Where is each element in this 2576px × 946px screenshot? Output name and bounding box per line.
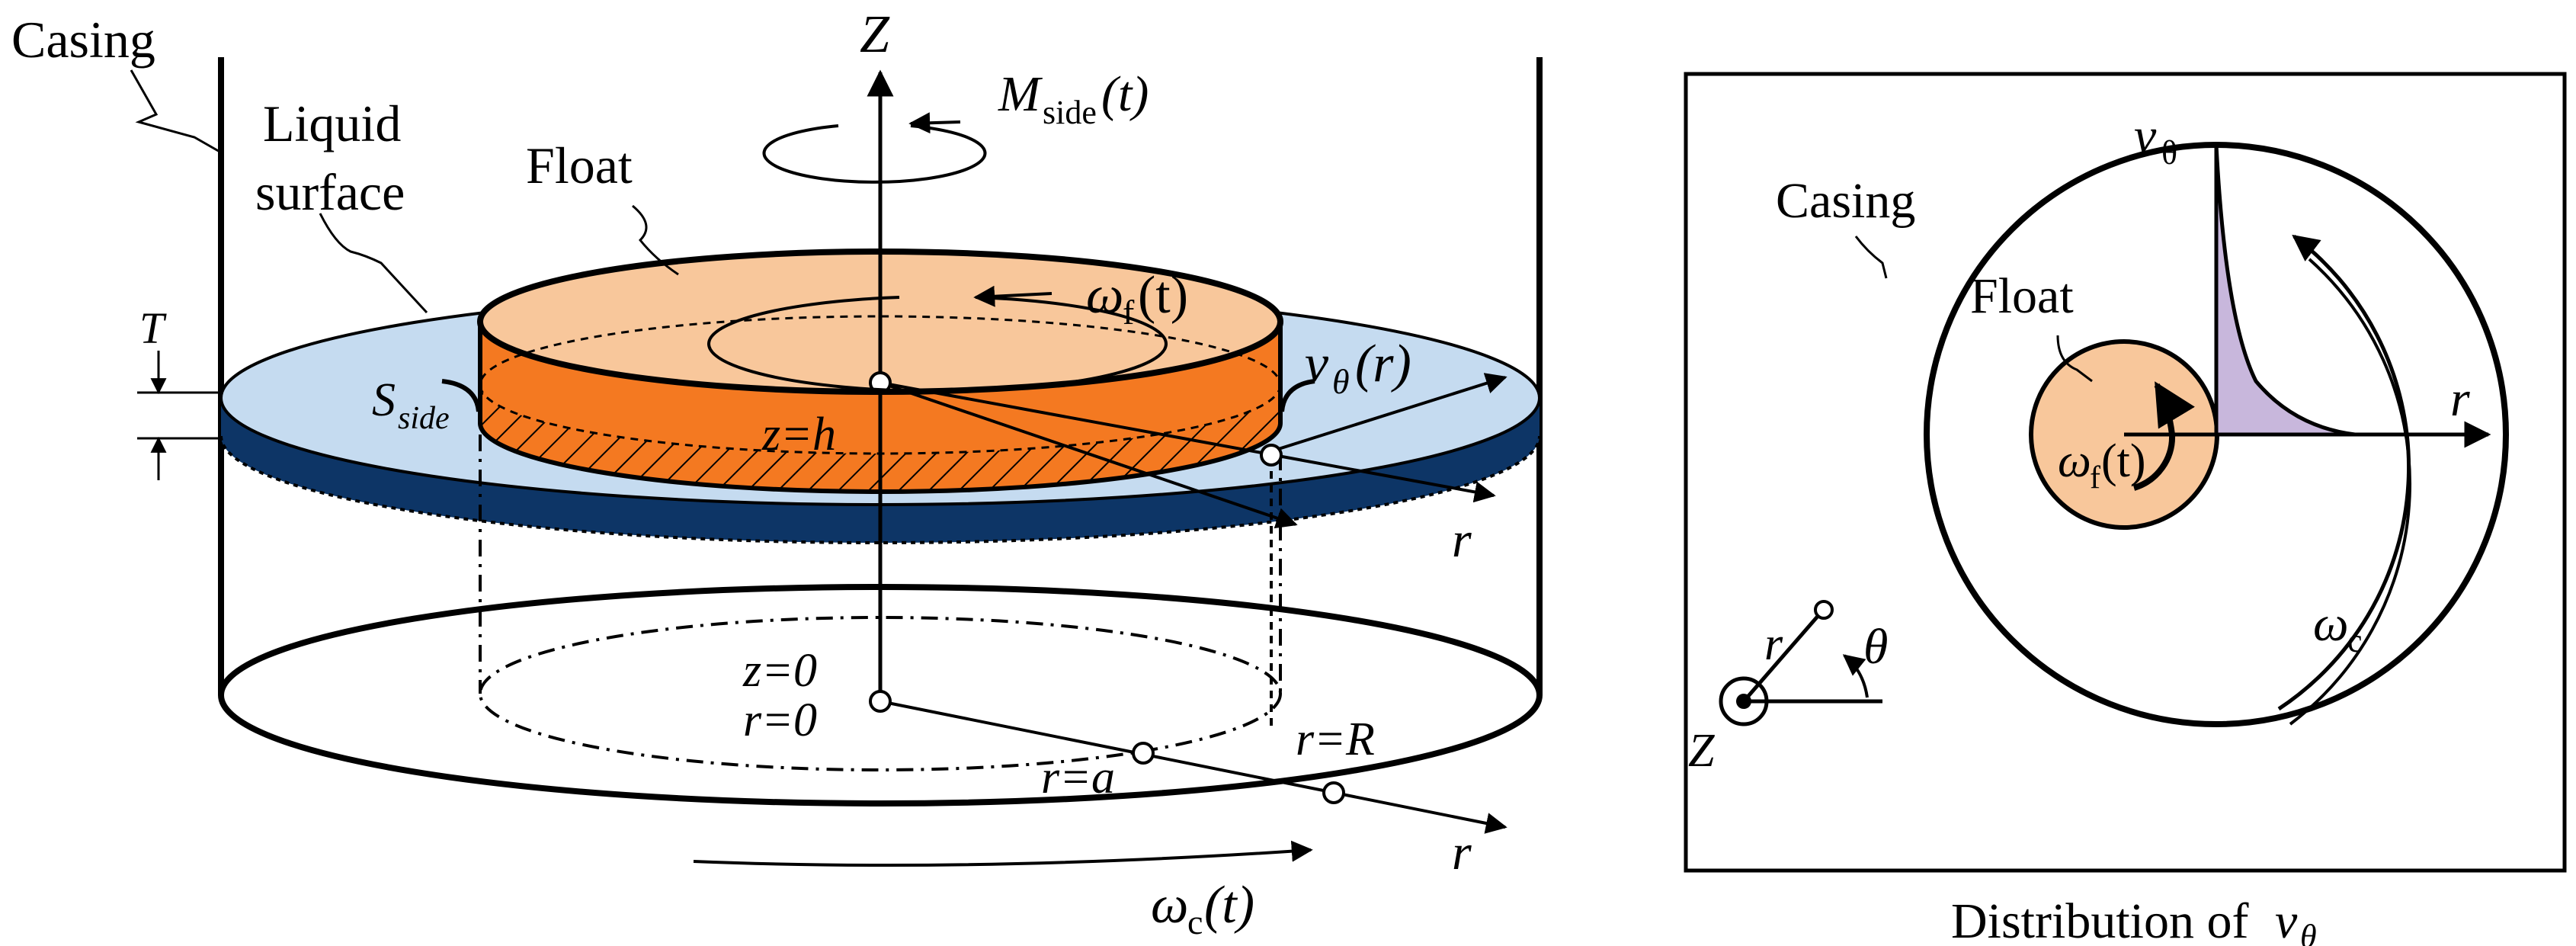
s-side-symbol: S [372,374,396,426]
moment-argument: (t) [1101,66,1149,122]
left-diagram: Casing Liquid surface Float Z M side (t)… [11,5,1543,941]
right-v-theta-subscript: θ [2161,134,2177,172]
right-omega-f-argument: (t) [2101,435,2146,487]
point-r-a [1132,742,1155,765]
v-theta-distribution [2214,144,2356,437]
moment-subscript: side [1043,94,1097,131]
omega-f-argument: (t) [1138,266,1188,325]
float-projection-ellipse [479,616,1282,771]
right-v-theta-symbol: v [2134,108,2157,164]
r0-label: r=0 [743,694,817,746]
s-side-subscript: side [398,401,450,436]
coord-r-label: r [1764,618,1783,670]
moment-rotation-arrow [762,124,987,184]
liquid-underside [221,398,1540,543]
caption-text: Distribution of [1951,893,2249,946]
omega-f-subscript: f [1123,293,1135,332]
casing-label: Casing [11,11,155,69]
v-theta-subscript: θ [1332,362,1350,401]
r-R-label: r=R [1296,714,1375,765]
z0-label: z=0 [742,645,817,697]
float-label: Float [526,136,633,194]
right-omega-c-symbol: ω [2313,596,2349,652]
coord-theta-label: θ [1863,619,1888,675]
v-theta-symbol: v [1305,335,1329,393]
right-omega-f-symbol: ω [2058,435,2091,487]
right-omega-f-arrow [2132,381,2195,491]
point-r-R [1322,781,1345,804]
right-r-label: r [2450,371,2470,427]
thickness-label: T [139,303,167,353]
omega-c-subscript: c [1187,903,1203,941]
point-origin [869,690,892,713]
omega-c-symbol: ω [1151,876,1188,935]
z-axis-label: Z [860,5,890,64]
omega-f-rotation-arrow [707,296,1168,393]
coord-z-label: Z [1688,725,1715,777]
right-diagram: v θ Casing Float r ω f (t) ω c r θ Z Dis… [1684,72,2567,946]
r-axis-upper [879,381,1496,503]
right-omega-c-subscript: c [2347,622,2363,659]
liquid-surface-label-2: surface [255,163,405,221]
omega-c-arrow [693,840,1313,867]
right-omega-f-subscript: f [2090,460,2100,495]
r-a-label: r=a [1041,752,1115,803]
v-theta-argument: (r) [1355,335,1411,393]
omega-c-argument: (t) [1204,876,1254,935]
caption-symbol: v [2275,893,2298,946]
r-axis-lower-label: r [1452,825,1472,880]
point-float-edge [1260,444,1283,467]
omega-f-symbol: ω [1086,266,1123,325]
caption-subscript: θ [2300,918,2317,946]
moment-symbol: M [998,66,1043,122]
r-axis-lower [879,700,1507,834]
r-axis-upper-label: r [1452,512,1472,568]
z-h-label: z=h [761,409,836,460]
liquid-surface-label-1: Liquid [263,95,401,152]
float-side-hatch [480,385,1280,492]
v-theta-arrow [1270,373,1507,453]
point-float-center [869,371,892,394]
right-float-label: Float [1970,268,2074,324]
right-casing-label: Casing [1776,173,1915,229]
